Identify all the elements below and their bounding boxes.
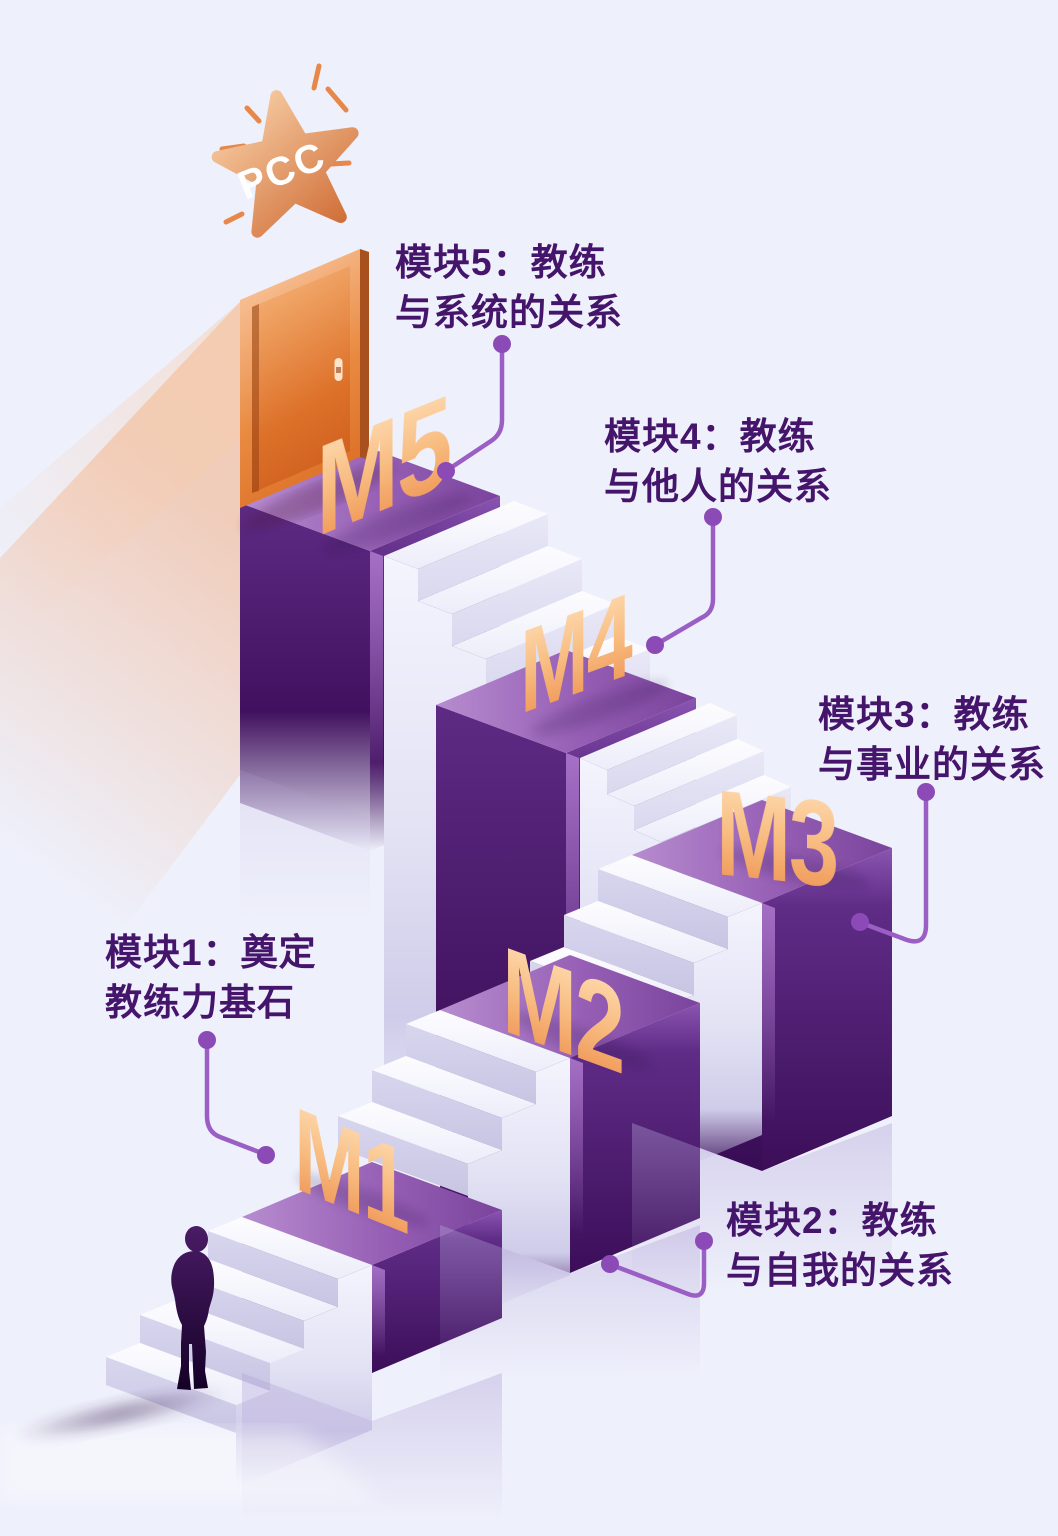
door-panel (252, 266, 350, 493)
connector-dot (704, 508, 722, 526)
module-5-title-line1: 模块5：教练 (395, 242, 607, 283)
module-2-title: 模块2：教练 与自我的关系 (726, 1196, 954, 1296)
connector-dot (646, 636, 664, 654)
person-silhouette (14, 1226, 226, 1442)
person-shadow (14, 1386, 226, 1442)
module-4-connector-line (659, 514, 716, 644)
module-1-title: 模块1：奠定 教练力基石 (105, 928, 317, 1028)
door-panel-shadow (252, 304, 259, 493)
module-2-connector-line (614, 1238, 707, 1298)
module-5-title: 模块5：教练 与系统的关系 (395, 238, 623, 338)
door (240, 249, 395, 530)
reflection-m2 (440, 1225, 700, 1380)
pcc-star-badge: PCC (211, 63, 359, 238)
module-3-title-line1: 模块3：教练 (818, 694, 1030, 735)
module-4-title-line1: 模块4：教练 (604, 416, 816, 457)
connector-dot (198, 1031, 216, 1049)
person-body (171, 1251, 215, 1390)
light-beam-soft (0, 302, 240, 652)
connector-dot (493, 335, 511, 353)
module-3-step-label: M3 (716, 764, 837, 913)
module-5-connector-line (449, 341, 505, 470)
module-1-title-line1: 模块1：奠定 (105, 932, 317, 973)
connector-dots (198, 335, 935, 1273)
star-icon (211, 90, 359, 238)
module-1-title-line2: 教练力基石 (105, 982, 295, 1023)
module-2-title-line2: 与自我的关系 (726, 1250, 954, 1291)
connector-dot (257, 1146, 275, 1164)
floor-reflections (0, 770, 892, 1520)
door-shadow (241, 464, 395, 530)
module-4-title: 模块4：教练 与他人的关系 (604, 412, 832, 512)
module-3-title-line2: 与事业的关系 (818, 744, 1046, 785)
sparkle-lines (219, 63, 352, 225)
person-head (184, 1226, 209, 1252)
connector-dot (601, 1255, 619, 1273)
module-2-title-line1: 模块2：教练 (726, 1200, 938, 1241)
reflection-m5 (240, 770, 370, 920)
module-1-connector-line (204, 1037, 262, 1155)
step-label-shadows (296, 493, 869, 1227)
connectors (204, 341, 929, 1298)
door-keyhole (336, 367, 341, 373)
connector-dot (695, 1232, 713, 1250)
connector-dot (437, 462, 455, 480)
module-5-title-line2: 与系统的关系 (395, 292, 623, 333)
connector-dot (851, 913, 869, 931)
light-beam (0, 302, 240, 1092)
door-side-edge (360, 249, 369, 460)
module-3-title: 模块3：教练 与事业的关系 (818, 690, 1046, 790)
module-3-connector-line (864, 789, 929, 944)
connector-dot (917, 783, 935, 801)
module-4-title-line2: 与他人的关系 (604, 466, 832, 507)
floor-highlight (0, 1430, 380, 1500)
